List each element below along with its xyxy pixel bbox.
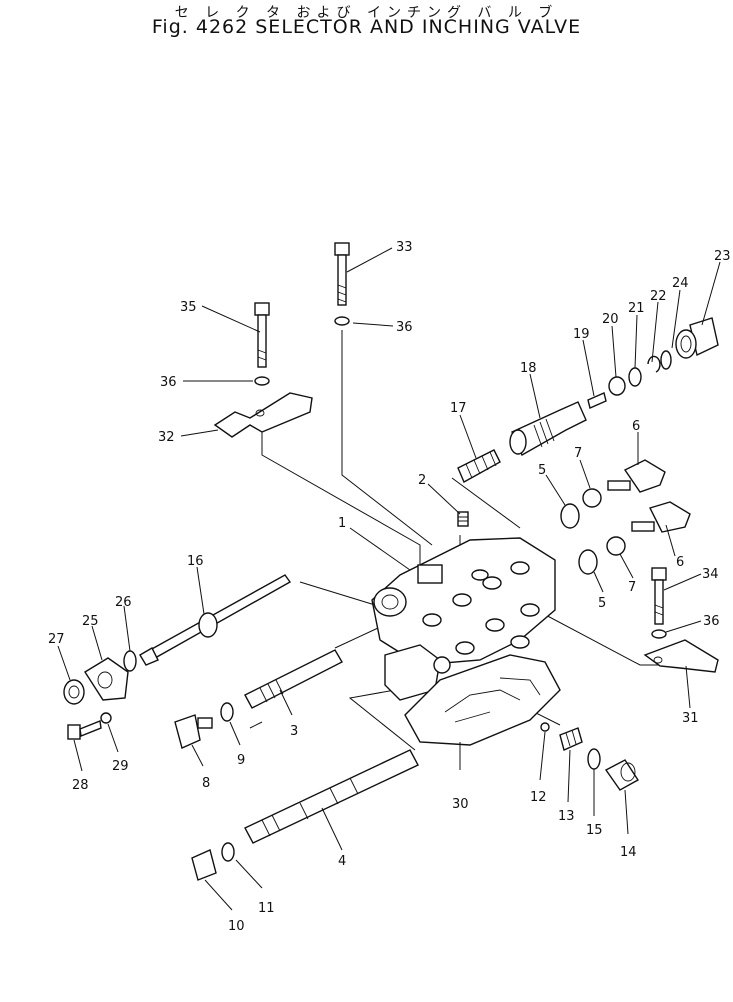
callout-23: 23 — [714, 249, 731, 264]
figure-title-japanese: セ レ ク タ および インチング バ ル ブ — [174, 5, 559, 21]
valve-body-1 — [371, 537, 556, 701]
seal-27 — [63, 679, 85, 705]
callout-4: 4 — [338, 854, 346, 869]
washer-20 — [608, 376, 626, 396]
ball-12 — [540, 722, 550, 732]
callout-32: 32 — [158, 430, 175, 445]
spool-4 — [244, 749, 419, 844]
o-ring-15 — [587, 748, 601, 770]
callout-2: 2 — [418, 473, 426, 488]
callout-36a: 36 — [396, 320, 413, 335]
washer-36d — [651, 629, 667, 639]
figure-title: Fig. 4262 SELECTOR AND INCHING VALVE — [151, 16, 582, 38]
callout-20: 20 — [602, 312, 619, 327]
assembly-lines — [249, 330, 660, 751]
o-ring-11 — [221, 842, 235, 862]
spring-19 — [587, 392, 607, 409]
nut-7a — [582, 488, 602, 508]
callout-5a: 5 — [538, 463, 546, 478]
bolt-35 — [254, 302, 270, 368]
o-ring-9 — [220, 702, 234, 722]
callout-9: 9 — [237, 753, 245, 768]
callout-5b: 5 — [598, 596, 606, 611]
plug-23 — [675, 317, 719, 359]
callout-31: 31 — [682, 711, 699, 726]
callout-29: 29 — [112, 759, 129, 774]
plug-14 — [604, 759, 639, 791]
gasket-30 — [404, 654, 561, 746]
callout-7a: 7 — [574, 446, 582, 461]
washer-36a — [334, 316, 350, 326]
bolt-34 — [651, 567, 667, 625]
callout-33: 33 — [396, 240, 413, 255]
plug-10 — [191, 849, 217, 881]
ball-5b — [578, 549, 598, 575]
snap-ring-22 — [647, 355, 661, 373]
bolt-33 — [334, 242, 350, 306]
callout-28: 28 — [72, 778, 89, 793]
callout-1: 1 — [338, 516, 346, 531]
screw-6b — [631, 501, 691, 533]
callout-22: 22 — [650, 289, 667, 304]
callout-25: 25 — [82, 614, 99, 629]
shaft-16 — [139, 574, 292, 666]
o-ring-26 — [123, 650, 137, 672]
callout-12: 12 — [530, 790, 547, 805]
ball-5a — [560, 503, 580, 529]
callout-21: 21 — [628, 301, 645, 316]
plug-8 — [174, 714, 213, 749]
callout-35: 35 — [180, 300, 197, 315]
callout-36b: 36 — [160, 375, 177, 390]
callouts: 33 36 35 36 32 23 24 22 21 20 19 18 17 6… — [48, 240, 731, 934]
callout-18: 18 — [520, 361, 537, 376]
ring-21 — [628, 367, 642, 387]
callout-6a: 6 — [632, 419, 640, 434]
callout-16: 16 — [187, 554, 204, 569]
callout-17: 17 — [450, 401, 467, 416]
screw-6a — [607, 459, 666, 493]
callout-10: 10 — [228, 919, 245, 934]
callout-30: 30 — [452, 797, 469, 812]
callout-6b: 6 — [676, 555, 684, 570]
callout-11: 11 — [258, 901, 275, 916]
bracket-31 — [643, 639, 719, 673]
callout-14: 14 — [620, 845, 637, 860]
bolt-28 — [67, 720, 102, 740]
callout-26: 26 — [115, 595, 132, 610]
callout-15: 15 — [586, 823, 603, 838]
spool-3 — [244, 649, 343, 709]
callout-24: 24 — [672, 276, 689, 291]
o-ring-24 — [660, 350, 672, 370]
sleeve-18 — [509, 401, 587, 456]
washer-36b — [254, 376, 270, 386]
callout-27: 27 — [48, 632, 65, 647]
callout-19: 19 — [573, 327, 590, 342]
callout-13: 13 — [558, 809, 575, 824]
spring-13 — [559, 727, 583, 751]
callout-8: 8 — [202, 776, 210, 791]
cover-25 — [84, 657, 129, 701]
callout-34: 34 — [702, 567, 719, 582]
spring-17 — [457, 449, 501, 483]
callout-7b: 7 — [628, 580, 636, 595]
callout-3: 3 — [290, 724, 298, 739]
nut-7b — [606, 536, 626, 556]
washer-29 — [100, 712, 112, 724]
callout-36c: 36 — [703, 614, 720, 629]
fitting-2 — [457, 511, 469, 527]
